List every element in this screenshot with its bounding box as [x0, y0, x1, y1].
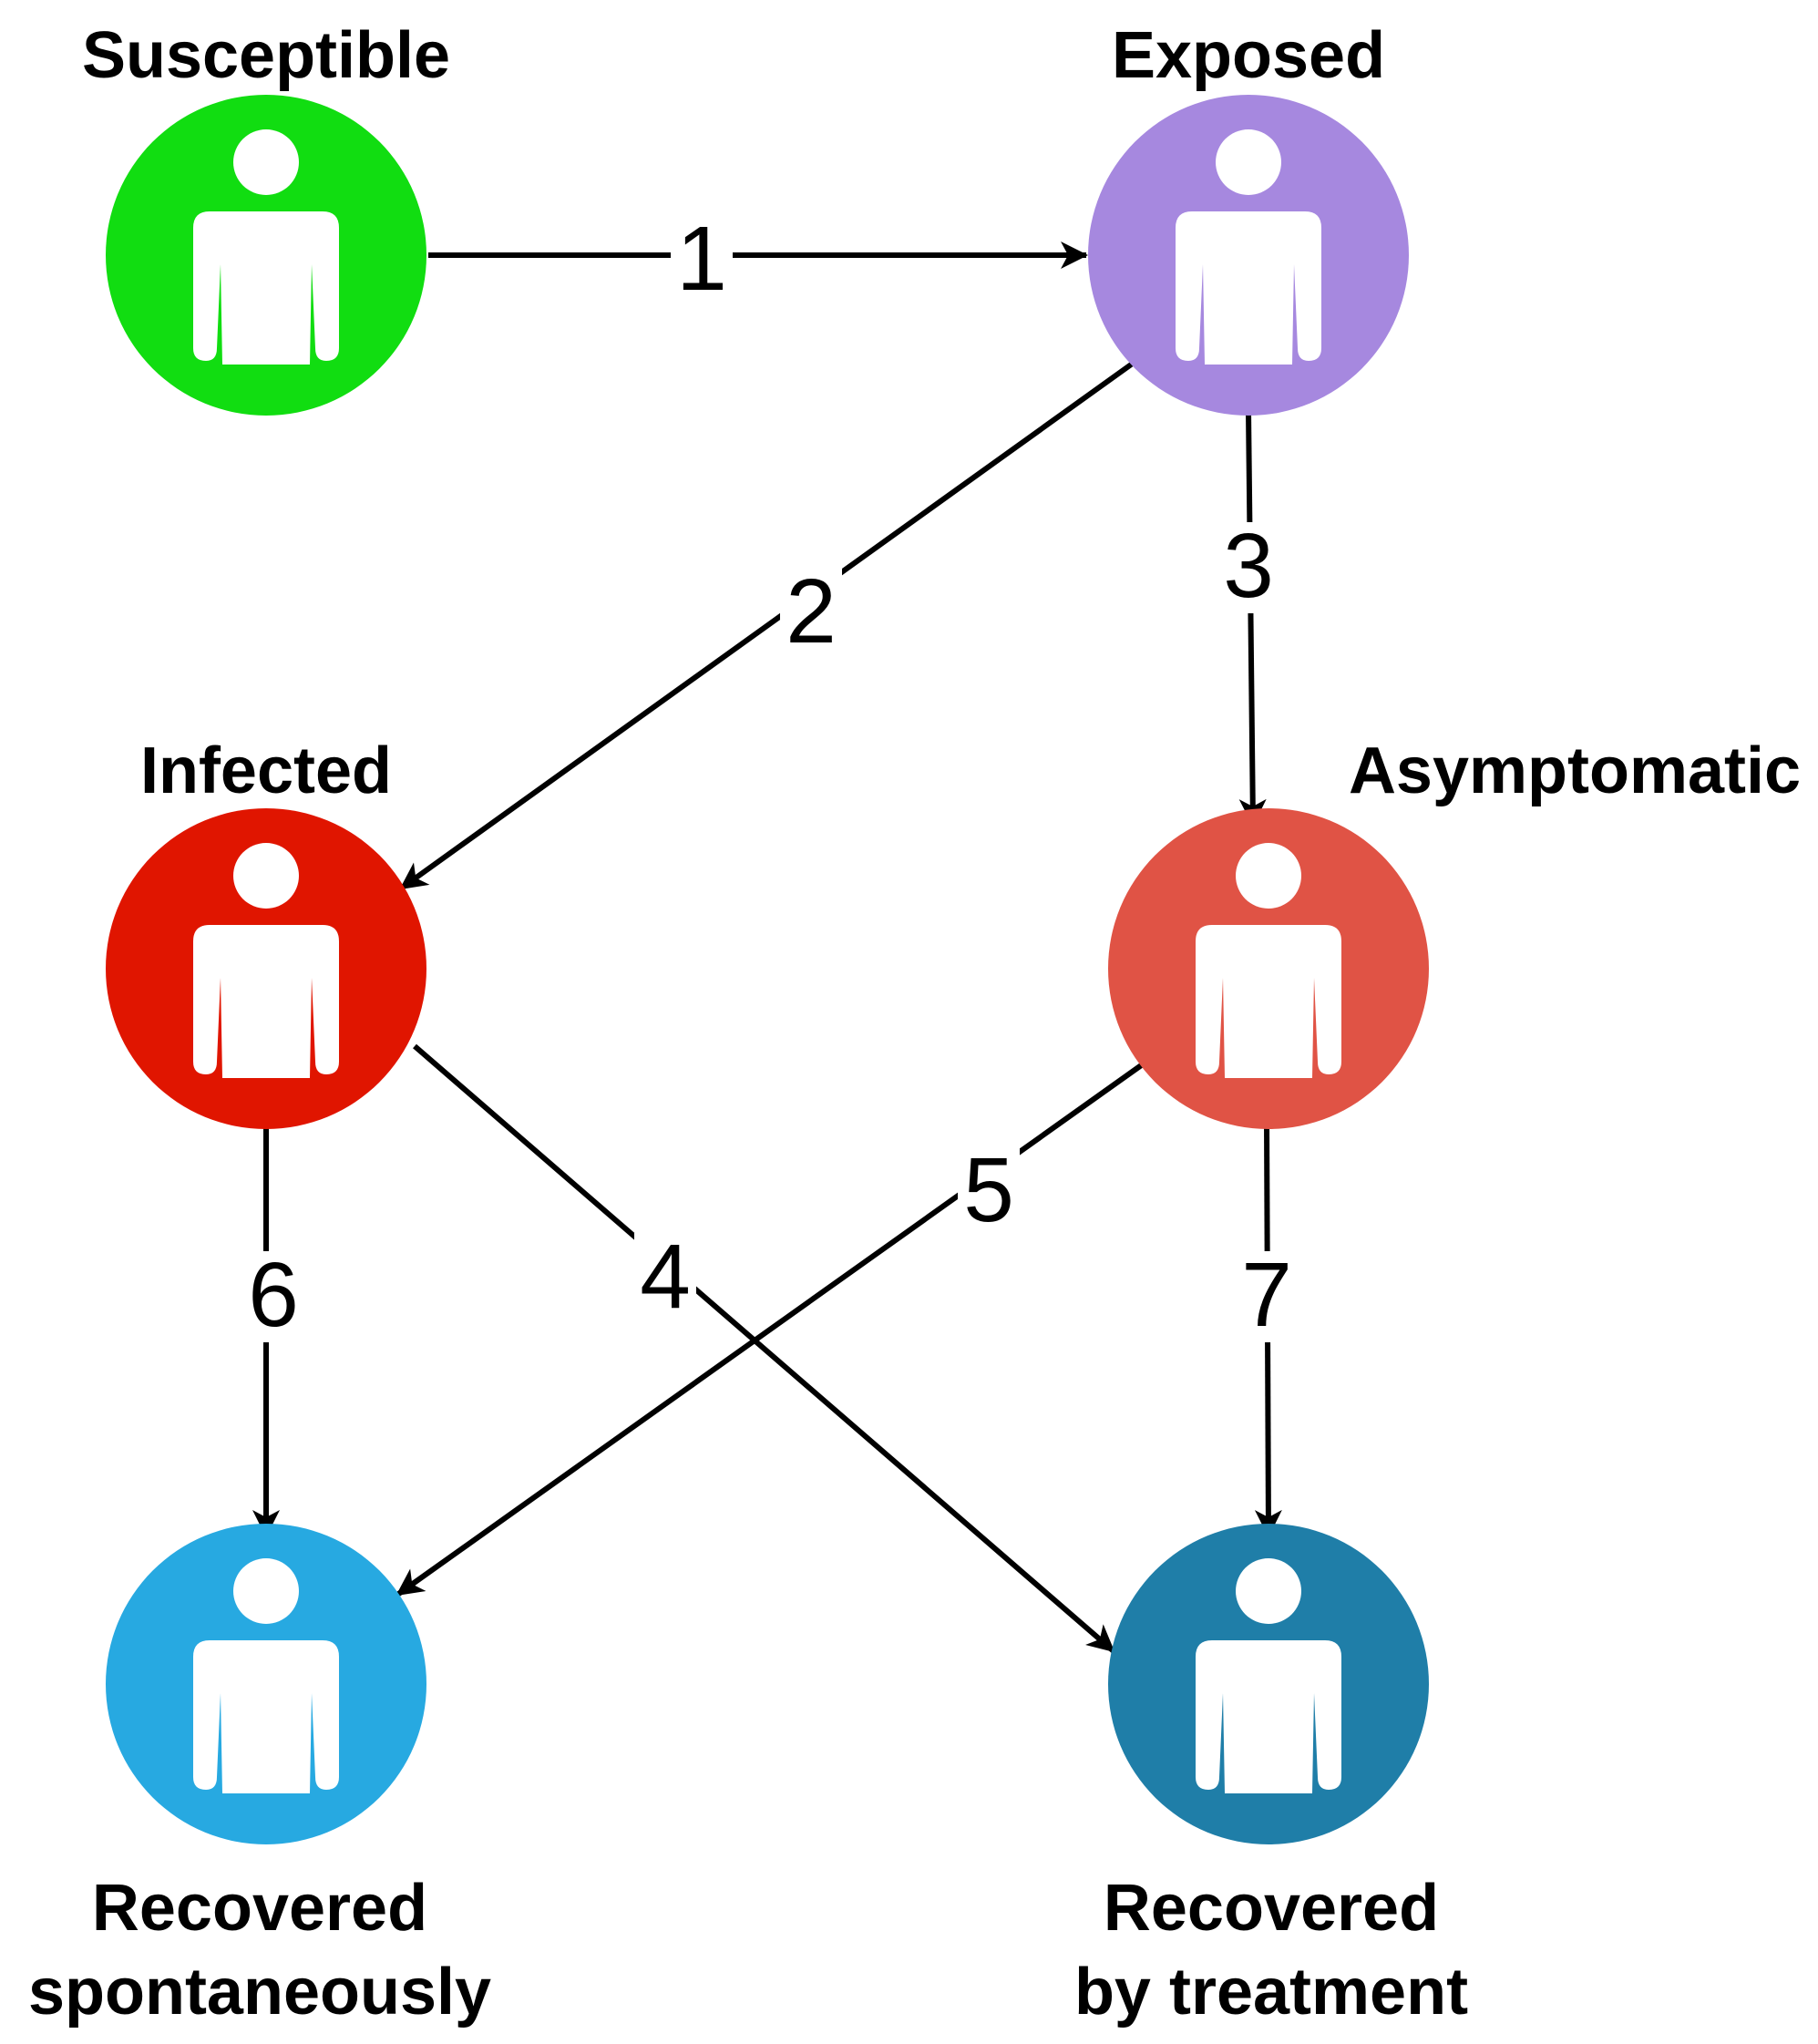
node-recovered-by-treatment: Recovered by treatment: [1074, 1524, 1468, 2029]
edge-label-background: [634, 1233, 696, 1324]
node-label: Susceptible: [82, 19, 450, 92]
edges-layer: 1 2 3 4 5 6 7: [242, 208, 1298, 1654]
edge-label: 1: [676, 208, 727, 310]
edge-label-background: [1236, 1251, 1298, 1342]
edge-label: 3: [1223, 515, 1274, 617]
edge-label: 2: [786, 560, 837, 663]
edge-label-background: [242, 1251, 304, 1342]
node-label: by treatment: [1074, 1956, 1468, 2029]
edge-label: 5: [963, 1139, 1014, 1241]
edge-label-background: [671, 215, 733, 306]
edge-label: 4: [640, 1226, 691, 1328]
node-label: Recovered: [92, 1872, 427, 1945]
arrow-line: [395, 1059, 1148, 1597]
arrow-line: [1238, 409, 1267, 827]
edge-infected-to-recovered-by-treatment: 4: [413, 1043, 1115, 1654]
edge-infected-to-recovered-spontaneously: 6: [242, 1121, 304, 1537]
edge-label: 7: [1241, 1244, 1292, 1346]
edge-label-background: [1217, 522, 1279, 613]
arrow-line: [413, 1043, 1115, 1654]
person-icon: [1176, 129, 1321, 365]
node-susceptible: Susceptible: [82, 19, 450, 416]
node-label: Asymptomatic: [1349, 734, 1801, 807]
person-icon: [1196, 1558, 1341, 1793]
person-icon: [1196, 843, 1341, 1078]
node-label: Exposed: [1112, 19, 1385, 92]
node-label: Recovered: [1104, 1872, 1439, 1945]
edge-exposed-to-asymptomatic: 3: [1217, 409, 1279, 827]
person-icon: [193, 129, 339, 365]
edge-label-background: [958, 1146, 1020, 1238]
edge-asymptomatic-to-recovered-spontaneously: 5: [395, 1059, 1148, 1597]
edge-asymptomatic-to-recovered-by-treatment: 7: [1236, 1120, 1298, 1537]
edge-exposed-to-infected: 2: [399, 360, 1135, 891]
person-icon: [193, 843, 339, 1078]
node-label: spontaneously: [28, 1956, 491, 2029]
node-asymptomatic: Asymptomatic: [1108, 734, 1801, 1129]
node-exposed: Exposed: [1088, 19, 1409, 416]
edge-susceptible-to-exposed: 1: [428, 208, 1088, 310]
edge-label: 6: [248, 1244, 299, 1346]
arrow-line: [399, 360, 1135, 891]
node-label: Infected: [140, 734, 392, 807]
edge-label-background: [780, 568, 842, 659]
node-recovered-spontaneously: Recovered spontaneously: [28, 1524, 491, 2029]
person-icon: [193, 1558, 339, 1793]
node-infected: Infected: [106, 734, 426, 1129]
